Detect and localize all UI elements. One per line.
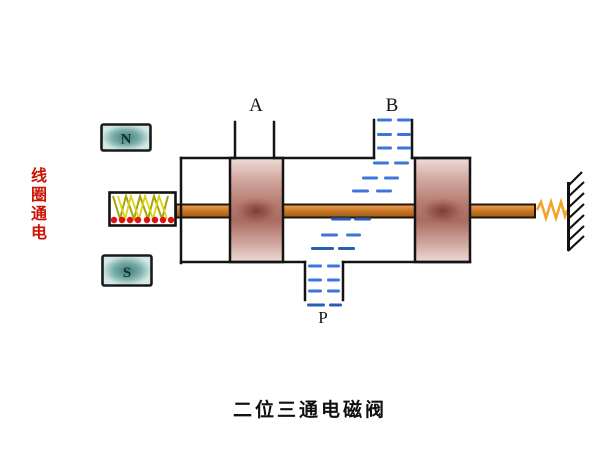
caption: 二位三通电磁阀: [232, 400, 387, 421]
port-p-tube: [303, 260, 345, 302]
right-spool: [413, 156, 472, 264]
magnet-north: N: [100, 123, 152, 152]
coil-wire-ends: [110, 216, 175, 224]
magnet-south: S: [101, 254, 153, 287]
magnet-north-label: N: [121, 132, 132, 148]
left-spool: [228, 156, 285, 264]
fixed-wall: [567, 171, 585, 252]
port-a-tube: [233, 120, 276, 160]
magnet-south-label: S: [123, 265, 131, 281]
flow-dashes: [307, 118, 411, 307]
coil-energized-label: 线圈通电: [28, 167, 45, 243]
port-b-tube: [372, 118, 414, 160]
port-p-label: P: [318, 308, 327, 327]
port-b-label: B: [386, 95, 399, 116]
return-spring: [535, 197, 569, 223]
coil-winding-highlight: [117, 192, 168, 223]
solenoid-coil: [108, 191, 177, 227]
valve-body: [179, 118, 472, 302]
port-a-label: A: [249, 95, 263, 116]
